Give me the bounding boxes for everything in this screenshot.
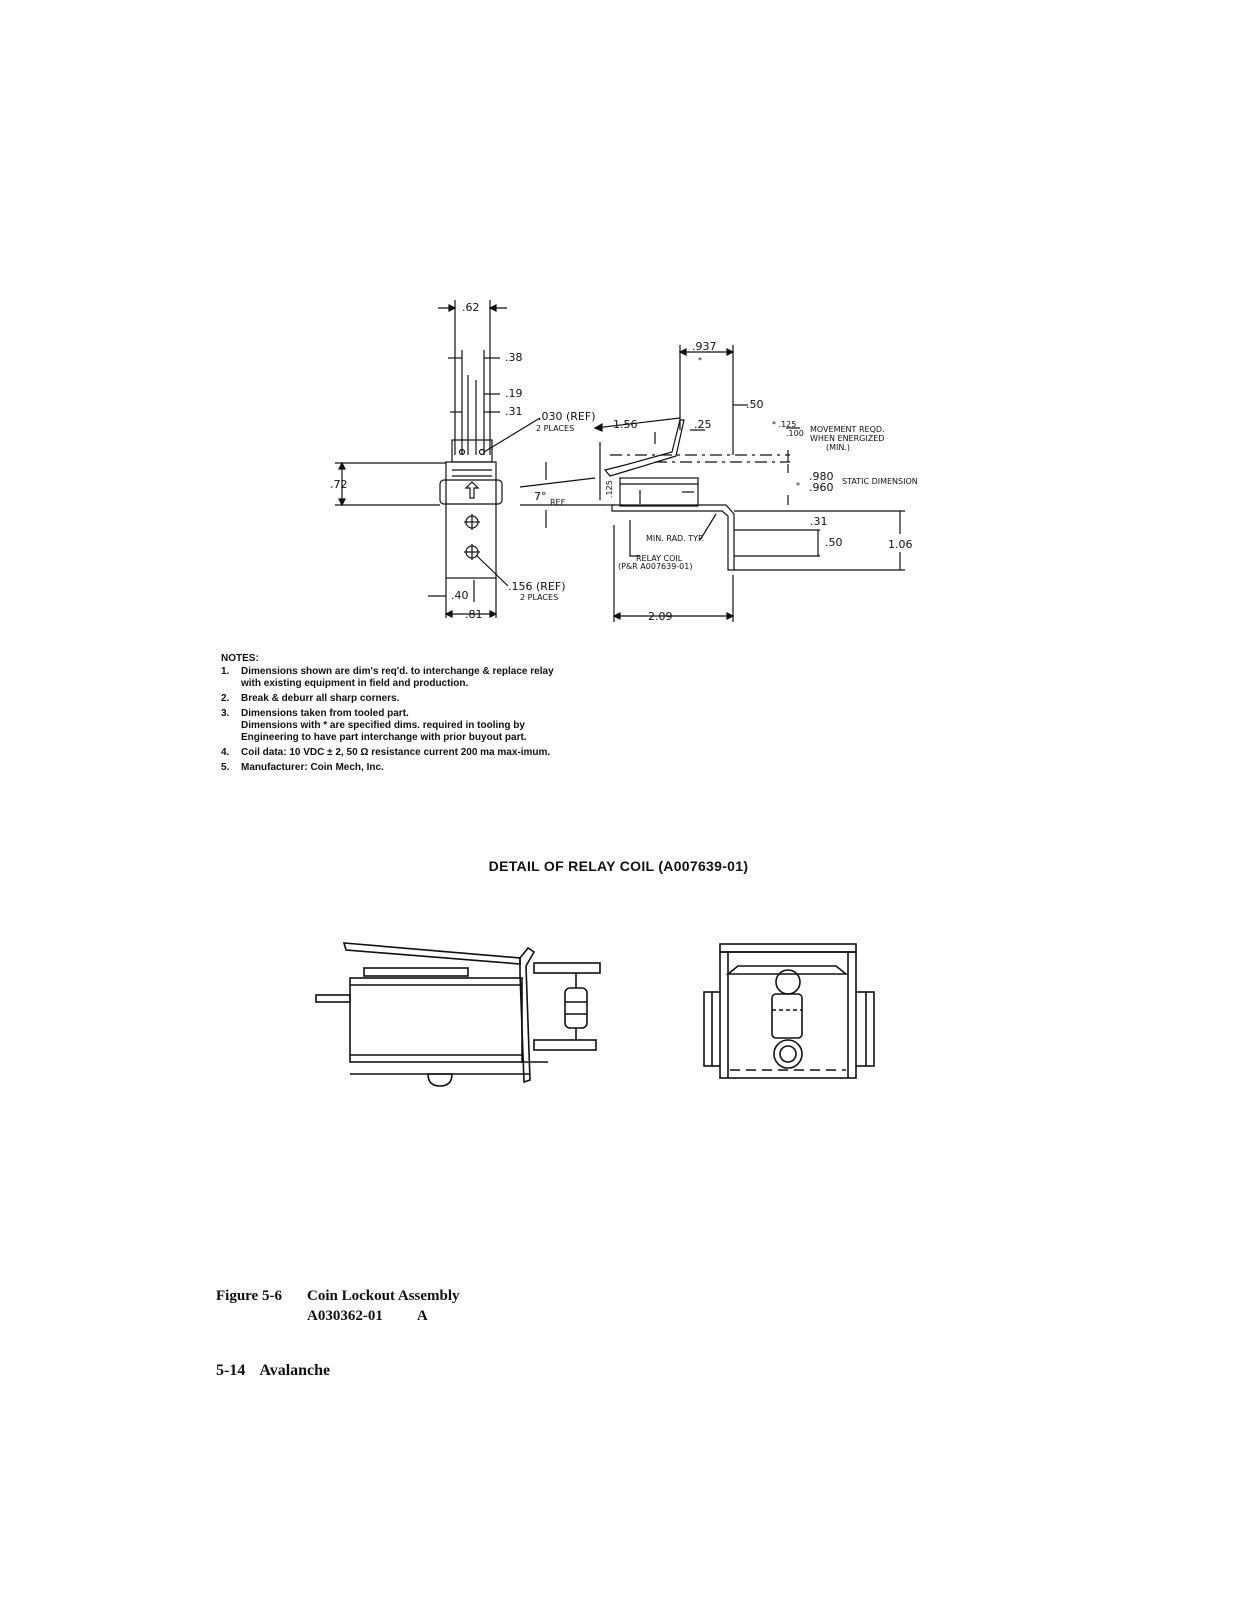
relay-coil-2: (P&R A007639-01) [618, 562, 692, 571]
static-label: STATIC DIMENSION [842, 477, 918, 486]
angle-7: 7° [534, 490, 547, 503]
movement-1: MOVEMENT REQD. [810, 425, 885, 434]
note-line: with existing equipment in field and pro… [241, 678, 469, 689]
note-line: Dimensions with * are specified dims. re… [241, 720, 527, 743]
note-number: 2. [221, 693, 230, 704]
relay-coil-1: RELAY COIL [636, 554, 683, 563]
relay-side-view [315, 942, 601, 1087]
dim-62: .62 [462, 301, 480, 314]
relay-end-view [703, 943, 875, 1079]
figure-caption: Figure 5-6 Coin Lockout Assembly A030362-… [216, 1286, 460, 1326]
dim-72: .72 [330, 478, 348, 491]
manual-title: Avalanche [259, 1362, 331, 1379]
note-number: 5. [221, 762, 230, 773]
note-line: Dimensions shown are dim's req'd. to int… [241, 666, 554, 677]
note-item: 3. Dimensions taken from tooled part. Di… [221, 708, 581, 744]
dim-40: .40 [451, 589, 469, 602]
dim-937: .937 [692, 340, 717, 353]
note-line: Coil data: 10 VDC ± 2, 50 Ω resistance c… [241, 747, 551, 758]
dim-156: 1.56 [613, 418, 638, 431]
dim-209: 2.09 [648, 610, 673, 623]
dim-31: .31 [505, 405, 523, 418]
min-rad: MIN. RAD. TYP. [646, 534, 704, 543]
dim-31-right: .31 [810, 515, 828, 528]
static-mark: * [796, 481, 800, 490]
detail-title: DETAIL OF RELAY COIL (A007639-01) [488, 858, 749, 874]
dim-106: 1.06 [888, 538, 913, 551]
note-item: 1. Dimensions shown are dim's req'd. to … [221, 666, 581, 690]
note-item: 5. Manufacturer: Coin Mech, Inc. [221, 762, 581, 774]
dim-50-right: .50 [825, 536, 843, 549]
part-number: A030362-01 [307, 1308, 383, 1324]
notes-block: NOTES: 1. Dimensions shown are dim's req… [221, 653, 581, 777]
front-view: .62 .38 .19 .31 .030 (REF) 2 PLACES [330, 300, 596, 621]
movement-3: (MIN.) [826, 443, 850, 452]
page-footer: 5-14 Avalanche [216, 1362, 330, 1380]
note-line: Break & deburr all sharp corners. [241, 693, 400, 704]
dim-81: .81 [465, 608, 483, 621]
dim-19: .19 [505, 387, 523, 400]
figure-title: Coin Lockout Assembly [307, 1288, 460, 1304]
side-small: .125 [605, 480, 614, 498]
angle-ref: REF [550, 498, 566, 507]
figure-label: Figure 5-6 [216, 1288, 282, 1304]
tol-100: .100 [786, 429, 804, 438]
movement-2: WHEN ENERGIZED [810, 434, 884, 443]
dim-937-mark: * [698, 356, 702, 365]
relay-coil-detail [315, 942, 875, 1087]
page-number: 5-14 [216, 1362, 246, 1379]
tol-125: * .125 [772, 420, 796, 429]
revision: A [416, 1308, 428, 1324]
technical-drawing: .62 .38 .19 .31 .030 (REF) 2 PLACES [330, 300, 918, 623]
side-view: .937 * .50 1.56 .25 7° REF .125 [519, 340, 918, 623]
static-960: .960 [809, 481, 834, 494]
hole-note-1: .030 (REF) [538, 410, 596, 423]
static-980: .980 [809, 470, 834, 483]
note-line: Dimensions taken from tooled part. [241, 708, 409, 719]
note-item: 2. Break & deburr all sharp corners. [221, 693, 581, 705]
note-number: 3. [221, 708, 230, 719]
slot-note-2: 2 PLACES [520, 593, 558, 602]
dim-25: .25 [694, 418, 712, 431]
note-number: 4. [221, 747, 230, 758]
note-number: 1. [221, 666, 230, 677]
hole-note-2: 2 PLACES [536, 424, 574, 433]
note-item: 4. Coil data: 10 VDC ± 2, 50 Ω resistanc… [221, 747, 581, 759]
dim-38: .38 [505, 351, 523, 364]
note-line: Manufacturer: Coin Mech, Inc. [241, 762, 384, 773]
slot-note-1: .156 (REF) [508, 580, 566, 593]
notes-heading: NOTES: [221, 653, 259, 664]
dim-50-top: .50 [746, 398, 764, 411]
